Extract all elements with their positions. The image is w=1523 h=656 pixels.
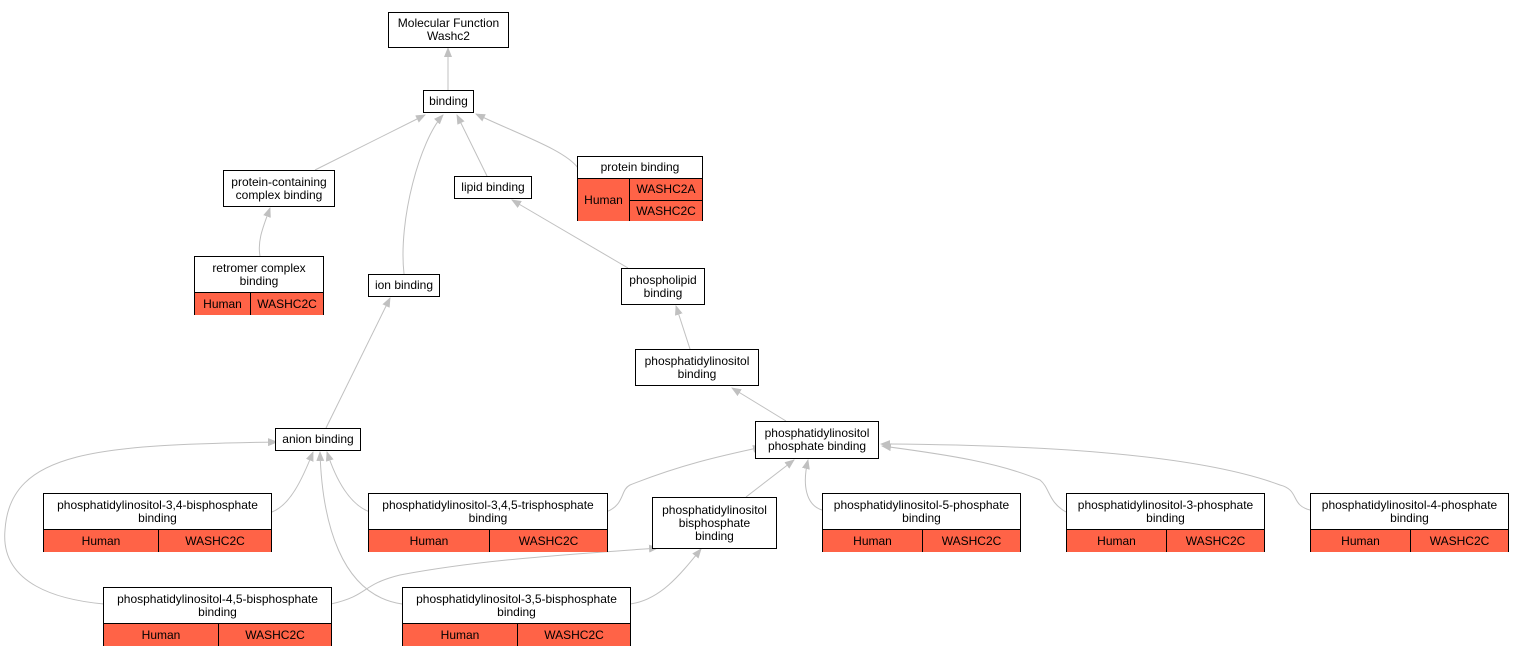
edge-pi345-pip <box>605 444 763 513</box>
gene-list: WASHC2C <box>219 624 331 646</box>
edge-pcb-binding <box>314 114 426 171</box>
edge-protein-binding <box>475 113 579 169</box>
gene-cell: WASHC2C <box>630 199 702 222</box>
annotation-row: Human WASHC2C <box>1067 529 1264 552</box>
edge-pi5-pip <box>802 459 823 511</box>
node-label: ion binding <box>374 278 434 292</box>
node-pi35-bisphosphate-binding[interactable]: phosphatidylinositol-3,5-bisphosphate bi… <box>402 587 631 646</box>
node-pi5-phosphate-binding[interactable]: phosphatidylinositol-5-phosphate binding… <box>822 493 1021 552</box>
gene-cell: WASHC2C <box>1429 534 1490 548</box>
node-label: lipid binding <box>461 180 525 194</box>
node-retromer-complex-binding[interactable]: retromer complex binding Human WASHC2C <box>194 256 324 315</box>
edge-phospholipid-lipid <box>511 199 629 269</box>
node-pi3-phosphate-binding[interactable]: phosphatidylinositol-3-phosphate binding… <box>1066 493 1265 552</box>
edge-retromer-pcb <box>258 207 271 257</box>
organism-cell: Human <box>578 179 630 221</box>
node-pi345-trisphosphate-binding[interactable]: phosphatidylinositol-3,4,5-trisphosphate… <box>368 493 608 552</box>
gene-cell: WASHC2C <box>257 297 317 311</box>
edge-pi3-pip <box>881 443 1067 513</box>
edge-pi-phospholipid <box>674 305 691 350</box>
edge-pi35-pibis <box>629 548 702 605</box>
node-pi34-bisphosphate-binding[interactable]: phosphatidylinositol-3,4-bisphosphate bi… <box>43 493 272 552</box>
organism-cell: Human <box>823 530 923 552</box>
node-pi-bisphosphate-binding[interactable]: phosphatidylinositol bisphosphate bindin… <box>652 497 777 549</box>
organism-cell: Human <box>1067 530 1167 552</box>
node-label: binding <box>429 94 468 108</box>
node-label: phosphatidylinositol-4,5-bisphosphate bi… <box>117 591 318 619</box>
edge-pi34-anion <box>271 451 314 513</box>
node-label: phosphatidylinositol-3,5-bisphosphate bi… <box>416 591 617 619</box>
organism-cell: Human <box>195 293 251 315</box>
node-label: phosphatidylinositol phosphate binding <box>764 426 870 453</box>
annotation-row: Human WASHC2A WASHC2C <box>578 178 702 221</box>
organism-cell: Human <box>369 530 490 552</box>
node-label: phosphatidylinositol bisphosphate bindin… <box>662 502 767 543</box>
node-label: Molecular Function Washc2 <box>397 16 500 43</box>
gene-list: WASHC2C <box>1411 530 1508 552</box>
annotation-row: Human WASHC2C <box>823 529 1020 552</box>
edge-pi45-anion <box>4 438 278 605</box>
edge-pip-pi <box>731 387 787 422</box>
node-anion-binding[interactable]: anion binding <box>275 428 361 451</box>
annotation-row: Human WASHC2C <box>195 292 323 315</box>
annotation-row: Human WASHC2C <box>104 623 331 646</box>
gene-list: WASHC2C <box>923 530 1020 552</box>
edge-lipid-binding <box>456 114 488 177</box>
gene-cell: WASHC2C <box>1185 534 1246 548</box>
node-label: phosphatidylinositol-3-phosphate binding <box>1077 497 1254 525</box>
node-ion-binding[interactable]: ion binding <box>368 274 440 297</box>
gene-list: WASHC2C <box>518 624 630 646</box>
edge-ion-binding <box>402 114 444 275</box>
annotation-row: Human WASHC2C <box>369 529 607 552</box>
gene-cell: WASHC2C <box>941 534 1002 548</box>
gene-cell: WASHC2C <box>185 534 245 548</box>
organism-cell: Human <box>1311 530 1411 552</box>
node-label: protein binding <box>600 160 680 174</box>
node-pi45-bisphosphate-binding[interactable]: phosphatidylinositol-4,5-bisphosphate bi… <box>103 587 332 646</box>
gene-cell: WASHC2A <box>636 182 696 197</box>
annotation-row: Human WASHC2C <box>403 623 630 646</box>
edge-pi45-pibis <box>330 544 659 605</box>
annotation-row: Human WASHC2C <box>44 529 271 552</box>
node-label: retromer complex binding <box>212 260 306 288</box>
node-label: phosphatidylinositol binding <box>644 353 750 381</box>
node-phospholipid-binding[interactable]: phospholipid binding <box>621 268 705 305</box>
gene-list: WASHC2A WASHC2C <box>630 179 702 221</box>
edge-pibis-pip <box>745 459 795 498</box>
node-label: phospholipid binding <box>629 272 697 300</box>
gene-list: WASHC2C <box>490 530 607 552</box>
node-label: phosphatidylinositol-3,4-bisphosphate bi… <box>57 497 258 525</box>
edge-pi35-anion <box>316 451 403 605</box>
node-lipid-binding[interactable]: lipid binding <box>454 176 532 199</box>
node-root[interactable]: Molecular Function Washc2 <box>388 12 509 48</box>
organism-cell: Human <box>44 530 159 552</box>
gene-list: WASHC2C <box>251 293 323 315</box>
node-protein-binding[interactable]: protein binding Human WASHC2A WASHC2C <box>577 156 703 221</box>
organism-cell: Human <box>403 624 518 646</box>
edge-pi4-pip <box>880 440 1311 511</box>
node-phosphatidylinositol-binding[interactable]: phosphatidylinositol binding <box>635 349 759 386</box>
organism-cell: Human <box>104 624 219 646</box>
node-label: phosphatidylinositol-5-phosphate binding <box>833 497 1010 525</box>
node-label: anion binding <box>282 432 354 446</box>
gene-list: WASHC2C <box>159 530 271 552</box>
node-label: protein-containing complex binding <box>231 174 327 202</box>
gene-list: WASHC2C <box>1167 530 1264 552</box>
node-phosphatidylinositol-phosphate-binding[interactable]: phosphatidylinositol phosphate binding <box>755 421 879 459</box>
gene-cell: WASHC2C <box>544 628 604 642</box>
gene-cell: WASHC2C <box>245 628 305 642</box>
gene-cell: WASHC2C <box>518 534 579 548</box>
node-pi4-phosphate-binding[interactable]: phosphatidylinositol-4-phosphate binding… <box>1310 493 1509 552</box>
annotation-row: Human WASHC2C <box>1311 529 1508 552</box>
node-protein-containing-complex-binding[interactable]: protein-containing complex binding <box>223 170 335 207</box>
edge-anion-ion <box>325 297 391 429</box>
node-label: phosphatidylinositol-4-phosphate binding <box>1321 497 1498 525</box>
edge-pi345-anion <box>325 451 371 513</box>
node-binding[interactable]: binding <box>423 90 474 113</box>
node-label: phosphatidylinositol-3,4,5-trisphosphate… <box>382 497 594 525</box>
